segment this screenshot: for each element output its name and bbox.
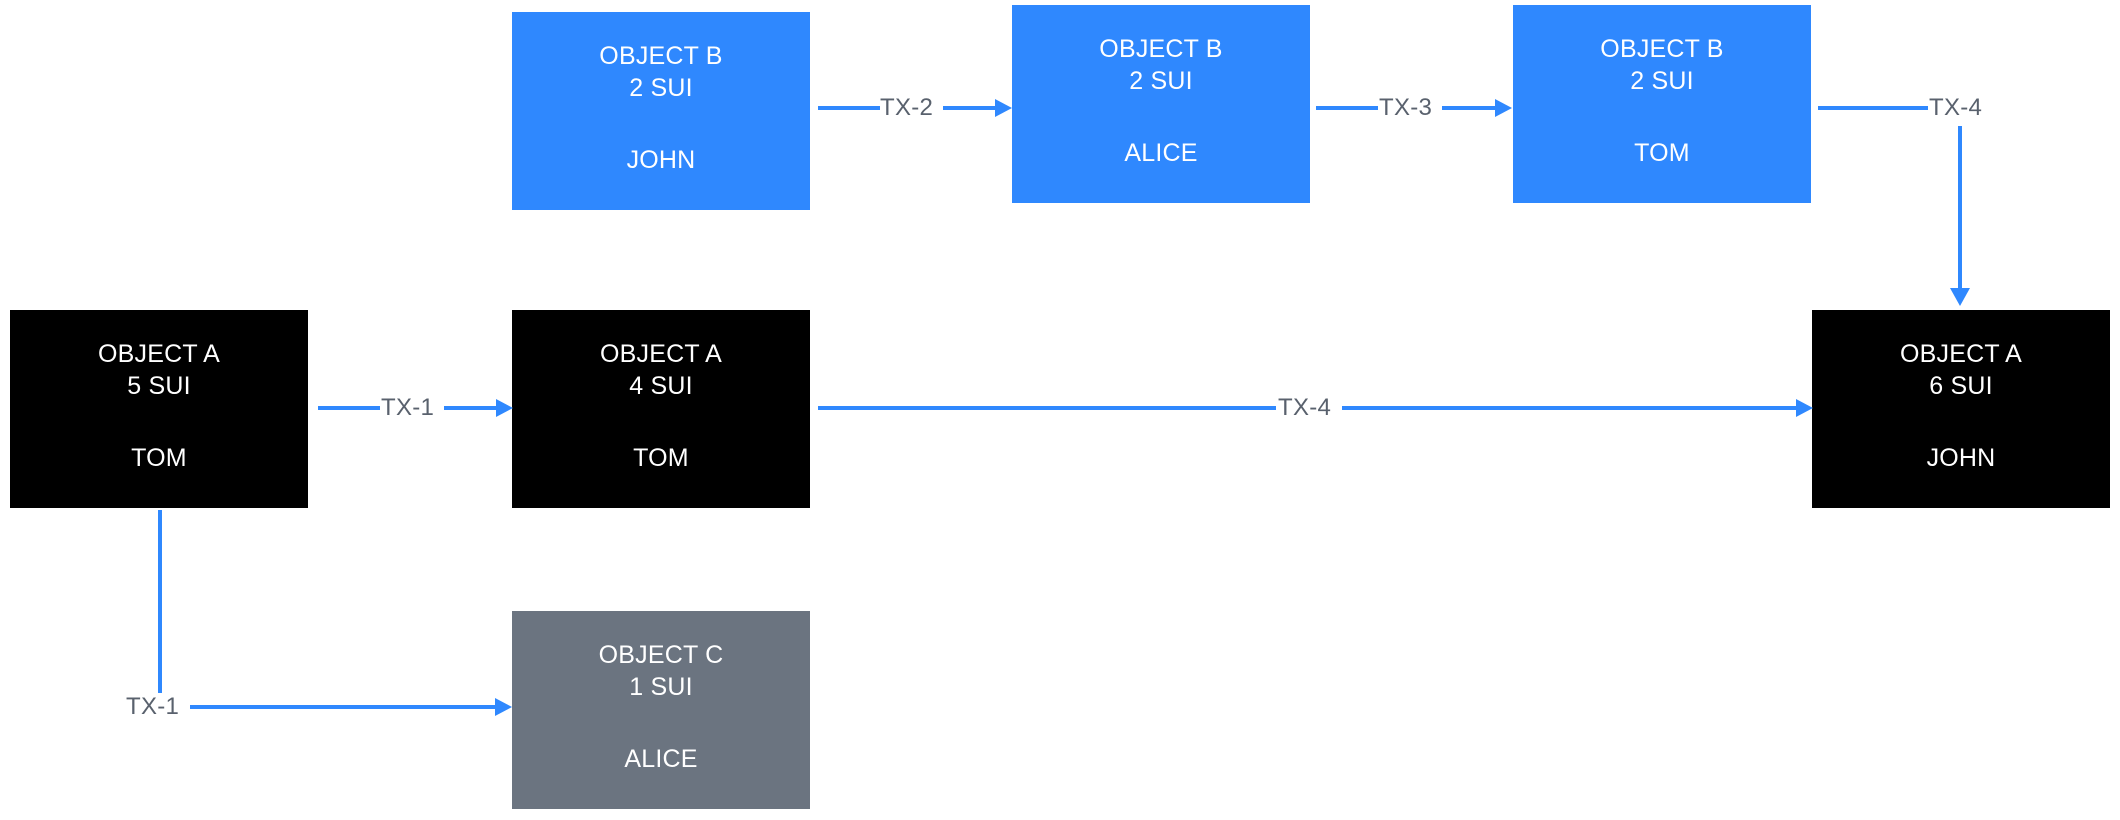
node-object-b-tom[interactable]: OBJECT B 2 SUI TOM [1513, 5, 1811, 203]
node-owner-label: ALICE [624, 745, 698, 773]
edge-tx1-c-arrowhead [495, 698, 512, 716]
node-object-c-alice[interactable]: OBJECT C 1 SUI ALICE [512, 611, 810, 809]
edge-tx1-a-line-left [318, 406, 380, 410]
node-object-label: OBJECT A [599, 340, 722, 368]
node-title: OBJECT A 4 SUI [512, 338, 810, 402]
edge-tx4-b-line-horizontal [1818, 106, 1928, 110]
node-object-a-tom-4[interactable]: OBJECT A 4 SUI TOM [512, 310, 810, 508]
edge-tx4-b-label: TX-4 [1929, 94, 1983, 121]
node-object-b-alice[interactable]: OBJECT B 2 SUI ALICE [1012, 5, 1310, 203]
edge-tx2-arrowhead [995, 99, 1012, 117]
node-title: OBJECT A 5 SUI [10, 338, 308, 402]
edge-tx2-line-left [818, 106, 880, 110]
node-title: OBJECT C 1 SUI [512, 639, 810, 703]
edge-tx1-c-line-horizontal [190, 705, 495, 709]
node-title: OBJECT B 2 SUI [1513, 33, 1811, 97]
node-object-label: OBJECT A [97, 340, 220, 368]
node-owner-label: TOM [633, 444, 689, 472]
edge-tx4-a-arrowhead [1796, 399, 1813, 417]
edge-tx4-a-line-right [1342, 406, 1798, 410]
node-amount-label: 6 SUI [1929, 372, 1993, 400]
node-owner-label: JOHN [1926, 444, 1996, 472]
edge-tx1-a-line-right [444, 406, 496, 410]
edge-tx3-line-left [1316, 106, 1378, 110]
edge-tx4-b-arrowhead [1950, 288, 1970, 306]
node-owner-label: TOM [1634, 139, 1690, 167]
node-amount-label: 2 SUI [1630, 67, 1694, 95]
node-object-label: OBJECT B [1600, 35, 1724, 63]
edge-tx3-line-right [1442, 106, 1495, 110]
node-amount-label: 5 SUI [127, 372, 191, 400]
node-owner-label: TOM [131, 444, 187, 472]
node-object-label: OBJECT C [598, 641, 724, 669]
edge-tx4-a-label: TX-4 [1278, 394, 1332, 421]
node-amount-label: 2 SUI [629, 74, 693, 102]
edge-tx3-label: TX-3 [1379, 94, 1433, 121]
edge-tx1-a-label: TX-1 [381, 394, 435, 421]
edge-tx3-arrowhead [1495, 99, 1512, 117]
edge-tx4-b-line-vertical [1958, 126, 1962, 290]
edge-tx1-c-line-vertical [158, 510, 162, 693]
node-amount-label: 1 SUI [629, 673, 693, 701]
node-title: OBJECT B 2 SUI [1012, 33, 1310, 97]
node-title: OBJECT B 2 SUI [512, 40, 810, 104]
node-title: OBJECT A 6 SUI [1812, 338, 2110, 402]
edge-tx1-a-arrowhead [496, 399, 513, 417]
edge-tx2-label: TX-2 [880, 94, 934, 121]
node-object-label: OBJECT B [1099, 35, 1223, 63]
node-object-a-tom-5[interactable]: OBJECT A 5 SUI TOM [10, 310, 308, 508]
node-object-b-john[interactable]: OBJECT B 2 SUI JOHN [512, 12, 810, 210]
edge-tx2-line-right [943, 106, 995, 110]
edge-tx4-a-line-left [818, 406, 1276, 410]
node-amount-label: 2 SUI [1129, 67, 1193, 95]
node-object-label: OBJECT A [1899, 340, 2022, 368]
edge-tx1-c-label: TX-1 [126, 693, 180, 720]
node-owner-label: JOHN [626, 146, 696, 174]
node-object-a-john-6[interactable]: OBJECT A 6 SUI JOHN [1812, 310, 2110, 508]
node-owner-label: ALICE [1124, 139, 1198, 167]
node-amount-label: 4 SUI [629, 372, 693, 400]
node-object-label: OBJECT B [599, 42, 723, 70]
